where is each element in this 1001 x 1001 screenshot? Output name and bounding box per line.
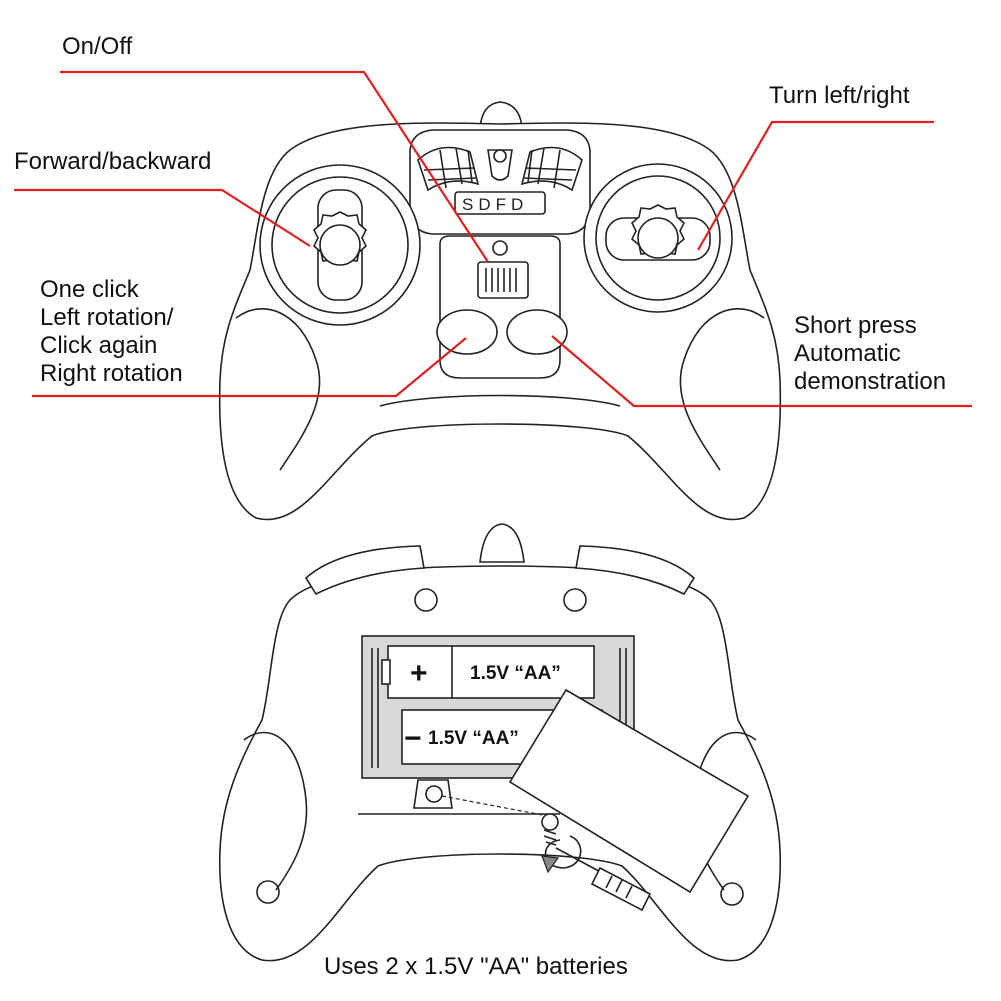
power-led-icon (493, 241, 507, 255)
demo-button[interactable] (507, 310, 567, 354)
rotation-label-line-2: Left rotation/ (40, 304, 173, 332)
plus-sign: + (410, 657, 428, 690)
caption: Uses 2 x 1.5V "AA" batteries (324, 953, 628, 981)
battery-bottom-label: 1.5V “AA” (428, 728, 519, 749)
demo-label-line-2: Automatic (794, 340, 901, 368)
minus-sign: − (404, 722, 422, 755)
screw-hole-icon (415, 589, 437, 611)
battery-top: + 1.5V “AA” (382, 646, 594, 698)
forward-backward-label: Forward/backward (14, 148, 211, 176)
screw-icon (426, 786, 442, 802)
right-joystick[interactable] (584, 164, 732, 312)
battery-top-label: 1.5V “AA” (470, 663, 561, 684)
turn-left-right-label: Turn left/right (769, 82, 910, 110)
screw-hole-icon (564, 589, 586, 611)
demo-label-line-3: demonstration (794, 368, 946, 396)
rotation-label-line-3: Click again (40, 332, 157, 360)
logo-text: SDFD (462, 195, 528, 214)
center-panel (440, 236, 560, 378)
rotation-label-line-1: One click (40, 276, 139, 304)
power-switch[interactable] (478, 262, 528, 298)
left-joystick[interactable] (260, 165, 420, 325)
controller-back: + 1.5V “AA” − 1.5V “AA” (220, 524, 780, 961)
on-off-label: On/Off (62, 33, 132, 61)
rotation-label-line-4: Right rotation (40, 360, 183, 388)
demo-label-line-1: Short press (794, 312, 917, 340)
screw-hole-icon (721, 883, 743, 905)
controller-front: SDFD (220, 102, 781, 520)
screw-hole-icon (257, 881, 279, 903)
back-antenna-nub (480, 524, 524, 562)
rotation-button[interactable] (437, 310, 497, 354)
